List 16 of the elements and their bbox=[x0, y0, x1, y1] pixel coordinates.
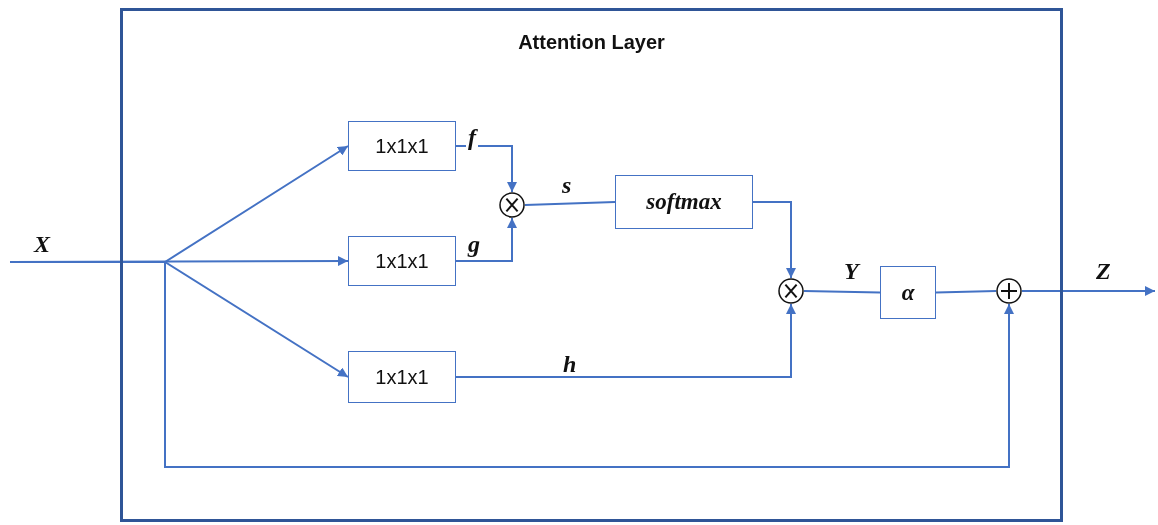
operation-box: softmax bbox=[615, 175, 753, 229]
arrow bbox=[9, 261, 1014, 468]
layer-title: Attention Layer bbox=[517, 31, 666, 54]
conv-box: 1x1x1 bbox=[348, 121, 456, 171]
conv-box: 1x1x1 bbox=[348, 236, 456, 286]
arrow bbox=[752, 201, 796, 279]
multiply-circle bbox=[499, 192, 525, 218]
arrow bbox=[1021, 286, 1156, 296]
conv-box: 1x1x1 bbox=[348, 351, 456, 403]
layer-frame bbox=[120, 8, 1063, 522]
arrow bbox=[455, 303, 796, 378]
multiply-circle bbox=[778, 278, 804, 304]
sum-circle bbox=[996, 278, 1022, 304]
arrow bbox=[455, 145, 517, 193]
arrow bbox=[455, 217, 517, 262]
operation-box: α bbox=[880, 266, 936, 319]
